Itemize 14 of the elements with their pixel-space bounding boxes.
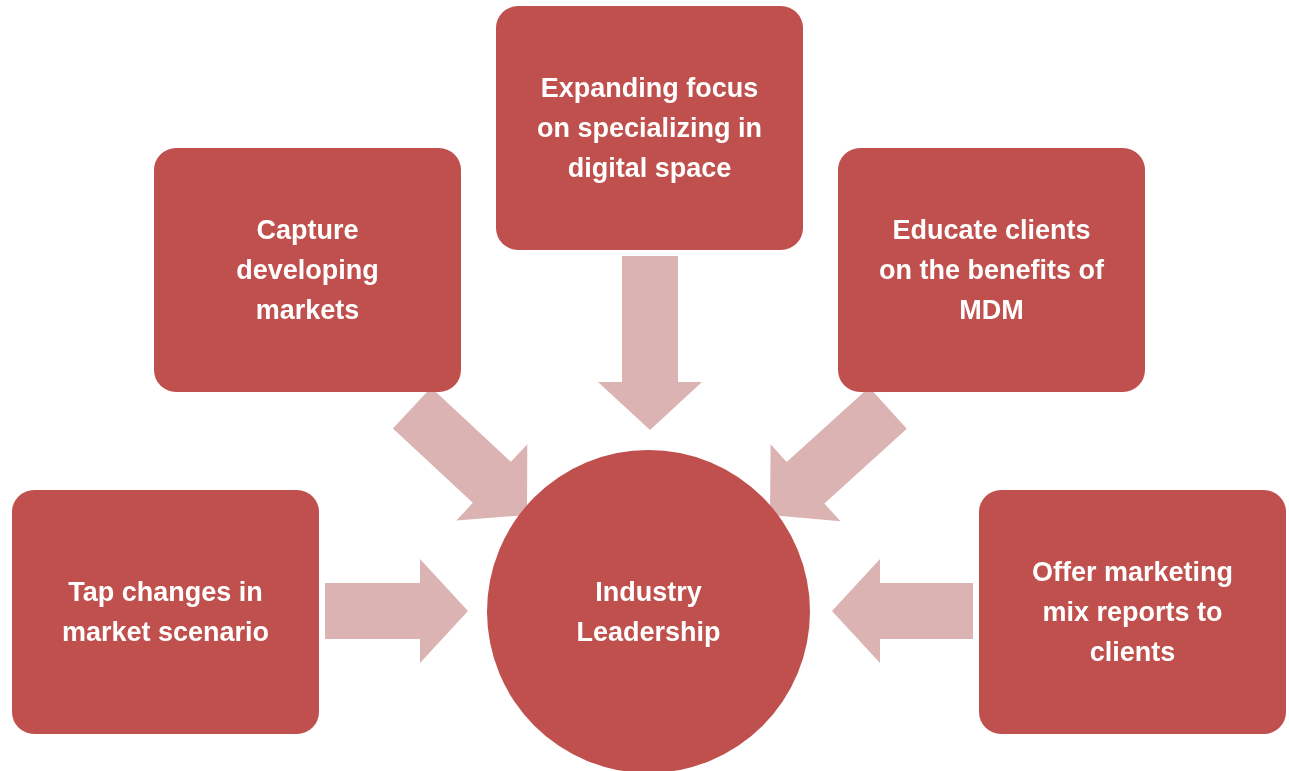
strategy-box	[979, 490, 1286, 734]
node-text: Expanding focus on specializing in digital space	[536, 72, 763, 185]
node-text: Capture developing markets	[235, 214, 380, 327]
block-arrow	[325, 559, 468, 663]
block-arrow	[832, 559, 973, 663]
node-text: Offer marketing mix reports to clients	[1030, 556, 1235, 669]
strategy-box	[154, 148, 461, 392]
strategy-box	[838, 148, 1145, 392]
node-text: Educate clients on the benefits of MDM	[878, 214, 1105, 327]
node-text: Industry Leadership	[575, 575, 722, 649]
strategy-box	[496, 6, 803, 250]
strategy-box	[12, 490, 319, 734]
node-text: Tap changes in market scenario	[60, 576, 271, 649]
block-arrow	[598, 256, 702, 430]
